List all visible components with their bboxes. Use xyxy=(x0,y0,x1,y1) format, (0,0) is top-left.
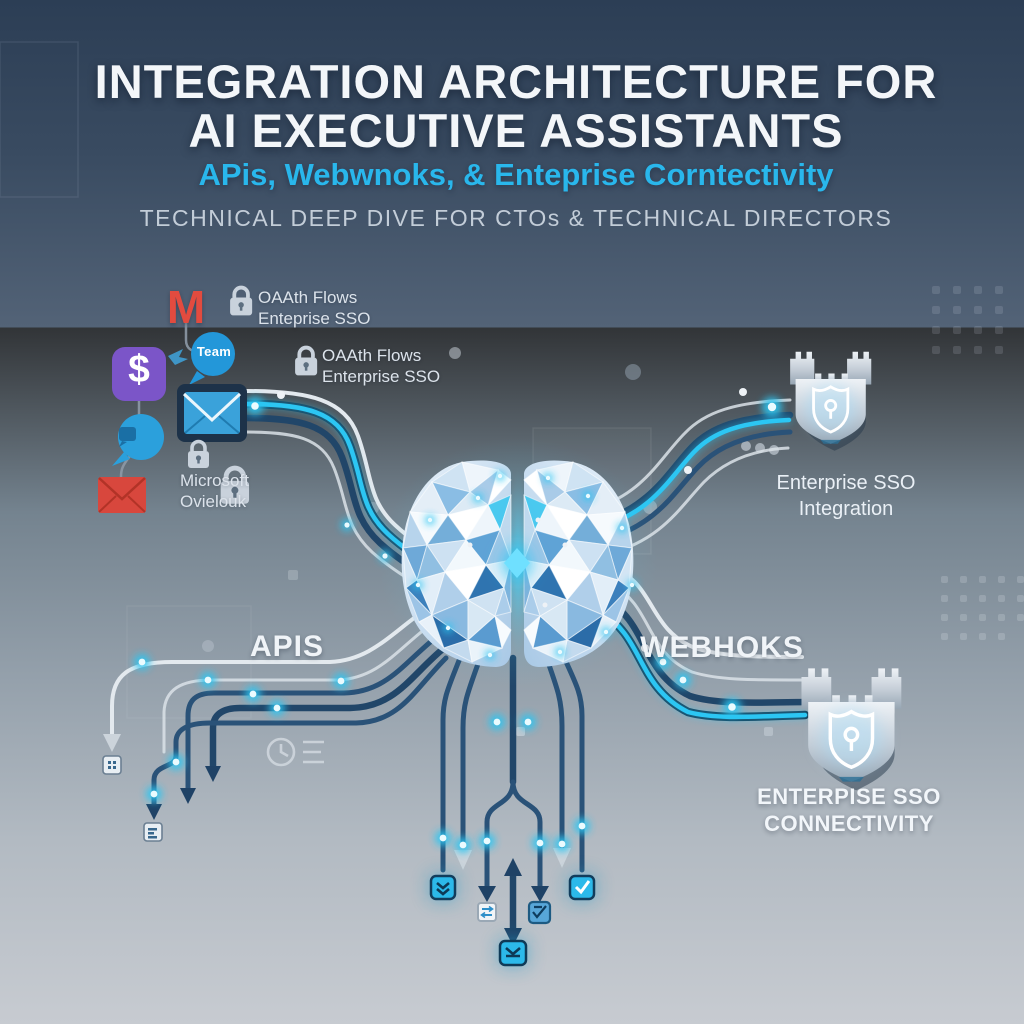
label-sso-connectivity: ENTERPISE SSO CONNECTIVITY xyxy=(757,783,941,837)
dollar-icon-label: $ xyxy=(128,348,150,391)
ai-brain xyxy=(378,437,658,687)
label-line: ENTERPISE SSO xyxy=(757,784,941,809)
mail-tile-icon xyxy=(177,384,247,442)
pipes-bottom xyxy=(429,637,596,967)
label-webhooks: WEBHOKS xyxy=(640,631,804,664)
tagline: TECHNICAL DEEP DIVE FOR CTOs & TECHNICAL… xyxy=(139,205,893,231)
annotation-line: OAAth Flows xyxy=(322,346,422,365)
endpoint-square-icon xyxy=(143,822,163,842)
shuffle-tile-icon xyxy=(477,902,497,922)
endpoint-square-icon xyxy=(102,755,122,775)
annotation-line: Ovielouk xyxy=(180,492,247,511)
title-line2: AI EXECUTIVE ASSISTANTS xyxy=(188,104,844,157)
paper-plane-icon xyxy=(168,349,188,365)
check-tile-icon xyxy=(498,939,528,967)
red-envelope-icon xyxy=(98,477,146,513)
sso-connectivity-shield xyxy=(801,668,901,790)
gmail-icon: M xyxy=(166,281,206,333)
sso-integration-shield xyxy=(790,352,871,451)
annotation-line: Enterprise SSO xyxy=(322,367,441,386)
label-sso-integration: Enterprise SSO Integration xyxy=(777,470,916,522)
pipes-lower-left xyxy=(102,606,449,842)
check-tile-icon xyxy=(568,874,596,901)
clock-list-icon xyxy=(266,737,324,767)
annotation-line: OAAth Flows xyxy=(258,288,358,307)
dot-grid-mid-right xyxy=(941,576,1024,640)
check-tile-icon xyxy=(429,874,457,901)
annotation-line: Enteprise SSO xyxy=(258,309,371,328)
teams-icon-label: Team xyxy=(196,344,232,359)
glow-nodes xyxy=(134,388,782,853)
teams-icon xyxy=(168,332,235,385)
dollar-tile-icon xyxy=(112,347,166,401)
brain-sparkles xyxy=(413,471,637,660)
dot-grid-top-right xyxy=(932,286,1003,354)
background-decor xyxy=(0,41,1024,736)
annotation-oauth-mid: OAAth Flows Enterprise SSO xyxy=(322,345,440,387)
title-line1: INTEGRATION ARCHITECTURE FOR xyxy=(94,55,938,108)
subtitle: APis, Webwnoks, & Enteprise Corntectivit… xyxy=(198,157,834,192)
label-line: Enterprise SSO xyxy=(776,472,916,494)
label-line: Integration xyxy=(798,498,894,520)
annotation-line: Microsoft xyxy=(180,471,249,490)
label-apis: APIS xyxy=(249,630,325,663)
label-line: CONNECTIVITY xyxy=(764,811,934,836)
chat-bubble-icon xyxy=(112,414,164,466)
task-tile-icon xyxy=(527,900,552,925)
annotation-oauth-top: OAAth Flows Enteprise SSO xyxy=(258,287,370,329)
annotation-outlook: Microsoft Ovielouk xyxy=(180,470,249,512)
